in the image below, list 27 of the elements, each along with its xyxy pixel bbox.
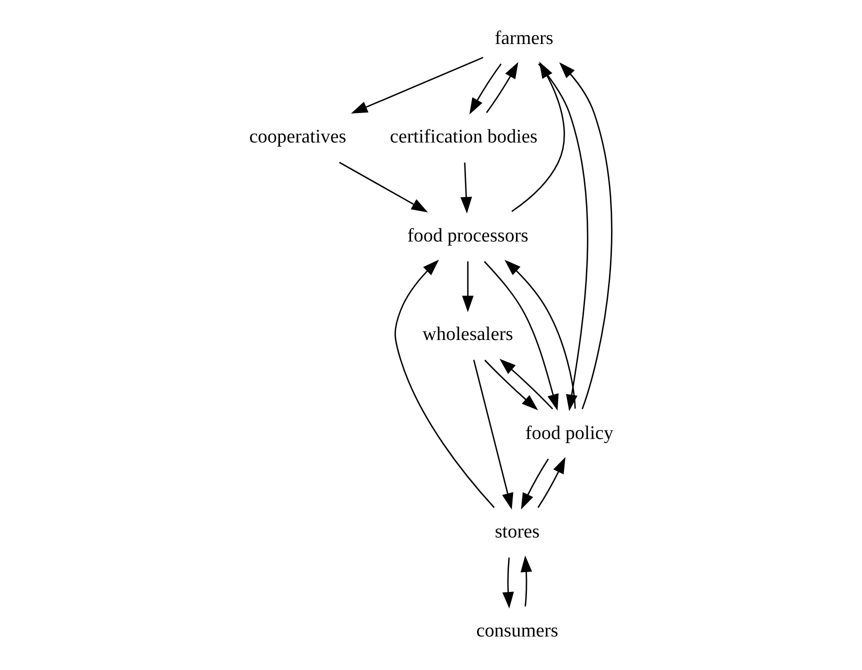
arrow: [468, 63, 502, 114]
arrow: [536, 456, 565, 508]
arrow: [538, 63, 588, 412]
arrow: [394, 260, 494, 508]
arrow: [486, 62, 518, 114]
arrow: [484, 360, 538, 410]
arrow: [504, 260, 576, 409]
arrow: [462, 261, 474, 312]
arrow: [350, 56, 483, 114]
node-text: wholesalers: [422, 324, 513, 346]
arrow: [520, 458, 548, 510]
arrow: [502, 558, 514, 608]
node-text: cooperatives: [248, 126, 346, 148]
node-text: farmers: [494, 28, 553, 49]
arrow: [499, 358, 553, 410]
arrow: [510, 62, 564, 212]
node-text: consumers: [476, 620, 558, 642]
arrow: [460, 162, 472, 214]
arrow: [558, 62, 612, 410]
node-text: food policy: [524, 422, 613, 444]
arrow: [483, 261, 558, 411]
arrow: [520, 556, 532, 606]
node-text: stores: [494, 522, 540, 543]
arrow: [472, 360, 513, 510]
node-text: certification bodies: [389, 126, 538, 148]
arrow: [338, 162, 428, 212]
node-text: food processors: [406, 225, 528, 246]
